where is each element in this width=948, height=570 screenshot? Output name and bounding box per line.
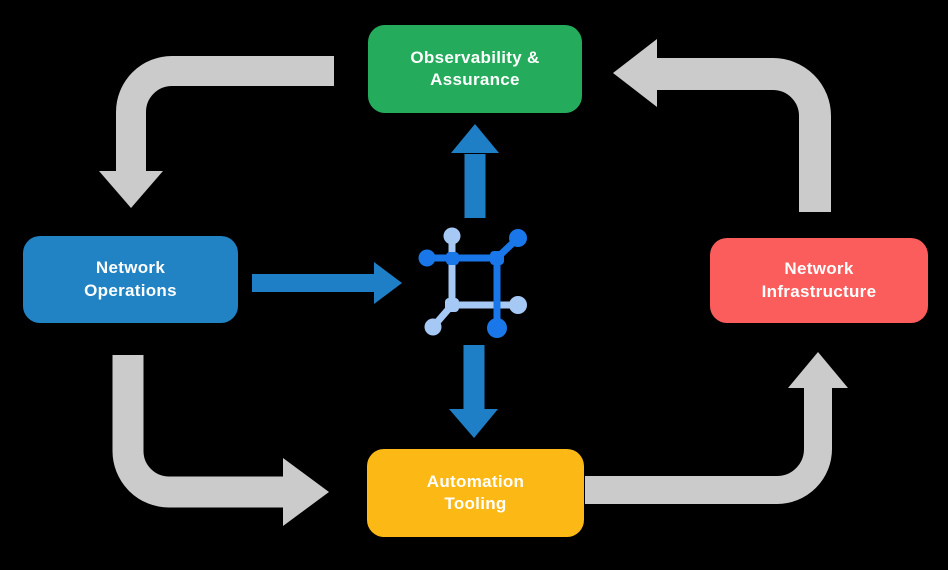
node-label-line: Network [95, 258, 166, 278]
node-network-operations: Network Operations [23, 236, 238, 323]
arrow-operations-to-center [252, 262, 402, 304]
node-label-line: Infrastructure [761, 281, 877, 301]
arrow-observability-to-operations [99, 56, 334, 208]
arrow-infrastructure-to-observability [613, 39, 831, 212]
arrow-center-to-automation [449, 345, 498, 438]
node-label-line: Observability & [410, 47, 540, 67]
node-label-line: Assurance [430, 70, 520, 89]
node-network-infrastructure: Network Infrastructure [710, 238, 928, 323]
arrow-automation-to-infrastructure [585, 352, 848, 504]
node-automation-tooling: Automation Tooling [367, 449, 584, 537]
node-label-line: Network [784, 259, 854, 279]
arrow-center-to-observability [451, 124, 499, 218]
arrow-operations-to-automation [112, 355, 329, 526]
node-label-line: Automation [426, 471, 525, 491]
node-observability-assurance: Observability & Assurance [368, 25, 582, 113]
network-fabric-icon [418, 227, 527, 338]
node-label-line: Operations [84, 280, 177, 300]
node-label-line: Tooling [444, 494, 507, 513]
